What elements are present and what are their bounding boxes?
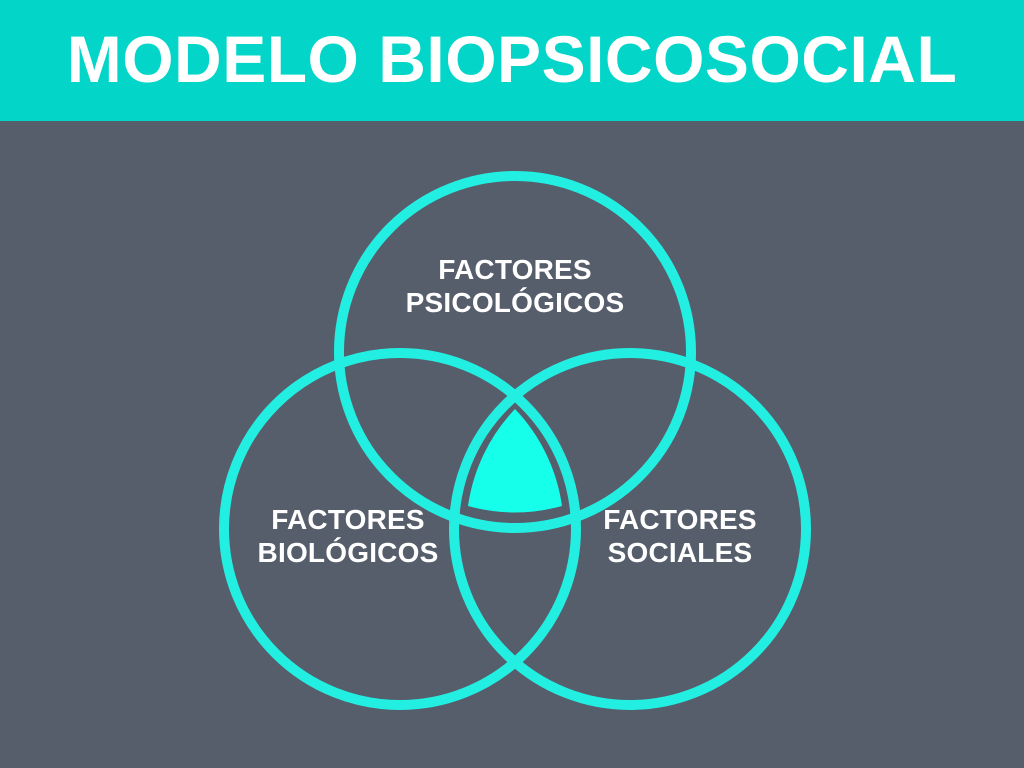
page-title: MODELO BIOPSICOSOCIAL: [66, 21, 958, 96]
circle-psicologicos: [334, 171, 696, 533]
circle-sociales: [449, 348, 811, 710]
title-banner: MODELO BIOPSICOSOCIAL: [0, 0, 1024, 121]
label-factores-psicologicos: FACTORES PSICOLÓGICOS: [405, 254, 625, 319]
intersection-region-center: [468, 409, 562, 513]
venn-diagram: FACTORES PSICOLÓGICOS FACTORES BIOLÓGICO…: [0, 121, 1024, 768]
circle-biologicos: [219, 348, 581, 710]
venn-diagram-svg: [219, 171, 811, 710]
label-factores-biologicos: FACTORES BIOLÓGICOS: [257, 504, 439, 569]
label-factores-sociales: FACTORES SOCIALES: [603, 504, 757, 569]
